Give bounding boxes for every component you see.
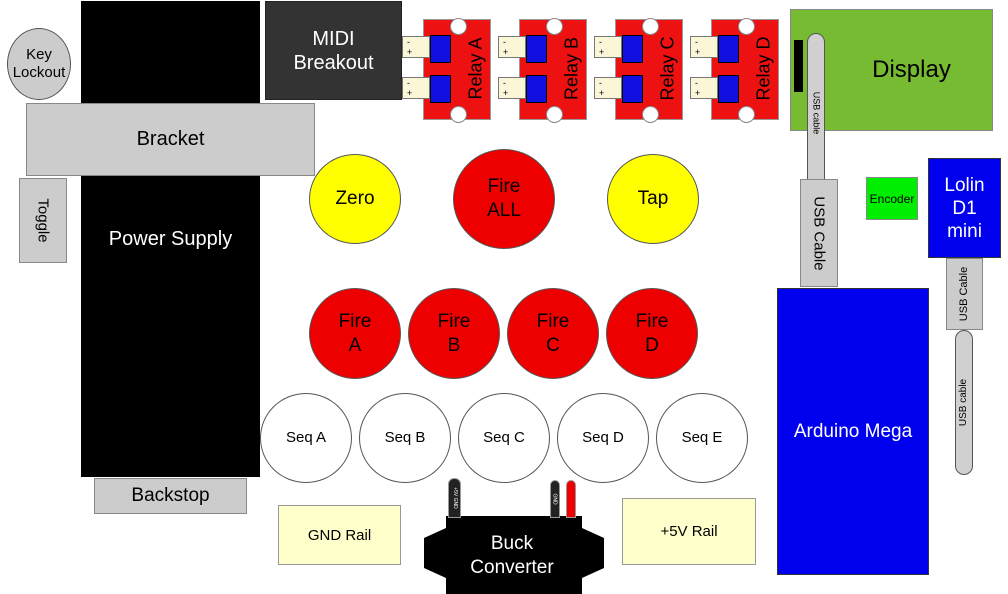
buck-converter-body	[424, 516, 604, 594]
fire-all-button: Fire ALL	[453, 149, 555, 249]
relay-coil	[622, 35, 643, 63]
arduino-mega-label: Arduino Mega	[793, 420, 913, 442]
fire-c-button: Fire C	[507, 288, 599, 379]
buck-converter-label: Buck Converter	[470, 533, 554, 578]
bracket-label: Bracket	[136, 128, 205, 150]
toggle-label: Toggle	[34, 198, 52, 243]
relay-coil	[718, 35, 739, 63]
relay-b: Relay B	[519, 18, 587, 123]
5v-rail: +5V Rail	[622, 498, 756, 565]
relay-coil	[526, 75, 547, 103]
seq-c-button: Seq C	[458, 393, 550, 483]
buck-wire-right-red	[566, 480, 576, 518]
relay-c-terminal-top: -+	[594, 36, 622, 58]
seq-d-button: Seq D	[557, 393, 649, 483]
relay-c-terminal-bottom: -+	[594, 77, 622, 99]
display-label: Display	[872, 56, 951, 83]
bracket: Bracket	[26, 103, 315, 176]
seq-a-button: Seq A	[260, 393, 352, 483]
relay-coil	[430, 75, 451, 103]
relay-coil	[526, 35, 547, 63]
toggle-switch: Toggle	[19, 178, 67, 263]
relay-coil	[622, 75, 643, 103]
lolin-d1-mini: Lolin D1 mini	[928, 158, 1001, 258]
power-supply: Power Supply	[81, 1, 260, 477]
key-lockout-switch: Key Lockout	[7, 28, 71, 100]
mount-hole	[450, 18, 467, 35]
seq-b-button: Seq B	[359, 393, 451, 483]
mount-hole	[642, 106, 659, 123]
mount-hole	[546, 18, 563, 35]
encoder-label: Encoder	[869, 191, 915, 206]
relay-c-label: Relay C	[657, 36, 678, 101]
usb-cable-display-small: USB cable	[807, 33, 825, 193]
buck-wire-left: +5V GND	[448, 478, 461, 518]
usb-cable-lolin-small: USB cable	[955, 330, 973, 475]
fire-a-button: Fire A	[309, 288, 401, 379]
relay-a-terminal-top: -+	[402, 36, 430, 58]
tap-button: Tap	[607, 154, 699, 244]
relay-d-label: Relay D	[753, 36, 774, 101]
relay-b-label: Relay B	[561, 36, 582, 101]
relay-coil	[718, 75, 739, 103]
encoder: Encoder	[866, 177, 918, 220]
gnd-rail: GND Rail	[278, 505, 401, 565]
relay-a-terminal-bottom: -+	[402, 77, 430, 99]
relay-b-terminal-top: -+	[498, 36, 526, 58]
mount-hole	[642, 18, 659, 35]
backstop: Backstop	[94, 478, 247, 514]
relay-d: Relay D	[711, 18, 779, 123]
relay-b-terminal-bottom: -+	[498, 77, 526, 99]
mount-hole	[450, 106, 467, 123]
fire-d-button: Fire D	[606, 288, 698, 379]
relay-d-terminal-top: -+	[690, 36, 718, 58]
backstop-label: Backstop	[131, 485, 210, 506]
relay-c: Relay C	[615, 18, 683, 123]
display-pin-header	[794, 40, 803, 92]
zero-button: Zero	[309, 154, 401, 244]
buck-wire-right-gnd: GND	[550, 480, 560, 518]
fire-b-button: Fire B	[408, 288, 500, 379]
arduino-mega: Arduino Mega	[777, 288, 929, 575]
relay-a: Relay A	[423, 18, 491, 123]
usb-cable-display-big: USB Cable	[800, 179, 838, 287]
relay-coil	[430, 35, 451, 63]
power-supply-label: Power Supply	[108, 227, 233, 250]
usb-cable-lolin: USB Cable	[946, 258, 983, 330]
midi-breakout: MIDI Breakout	[265, 1, 402, 100]
mount-hole	[738, 106, 755, 123]
relay-d-terminal-bottom: -+	[690, 77, 718, 99]
mount-hole	[738, 18, 755, 35]
mount-hole	[546, 106, 563, 123]
seq-e-button: Seq E	[656, 393, 748, 483]
relay-a-label: Relay A	[465, 37, 486, 100]
